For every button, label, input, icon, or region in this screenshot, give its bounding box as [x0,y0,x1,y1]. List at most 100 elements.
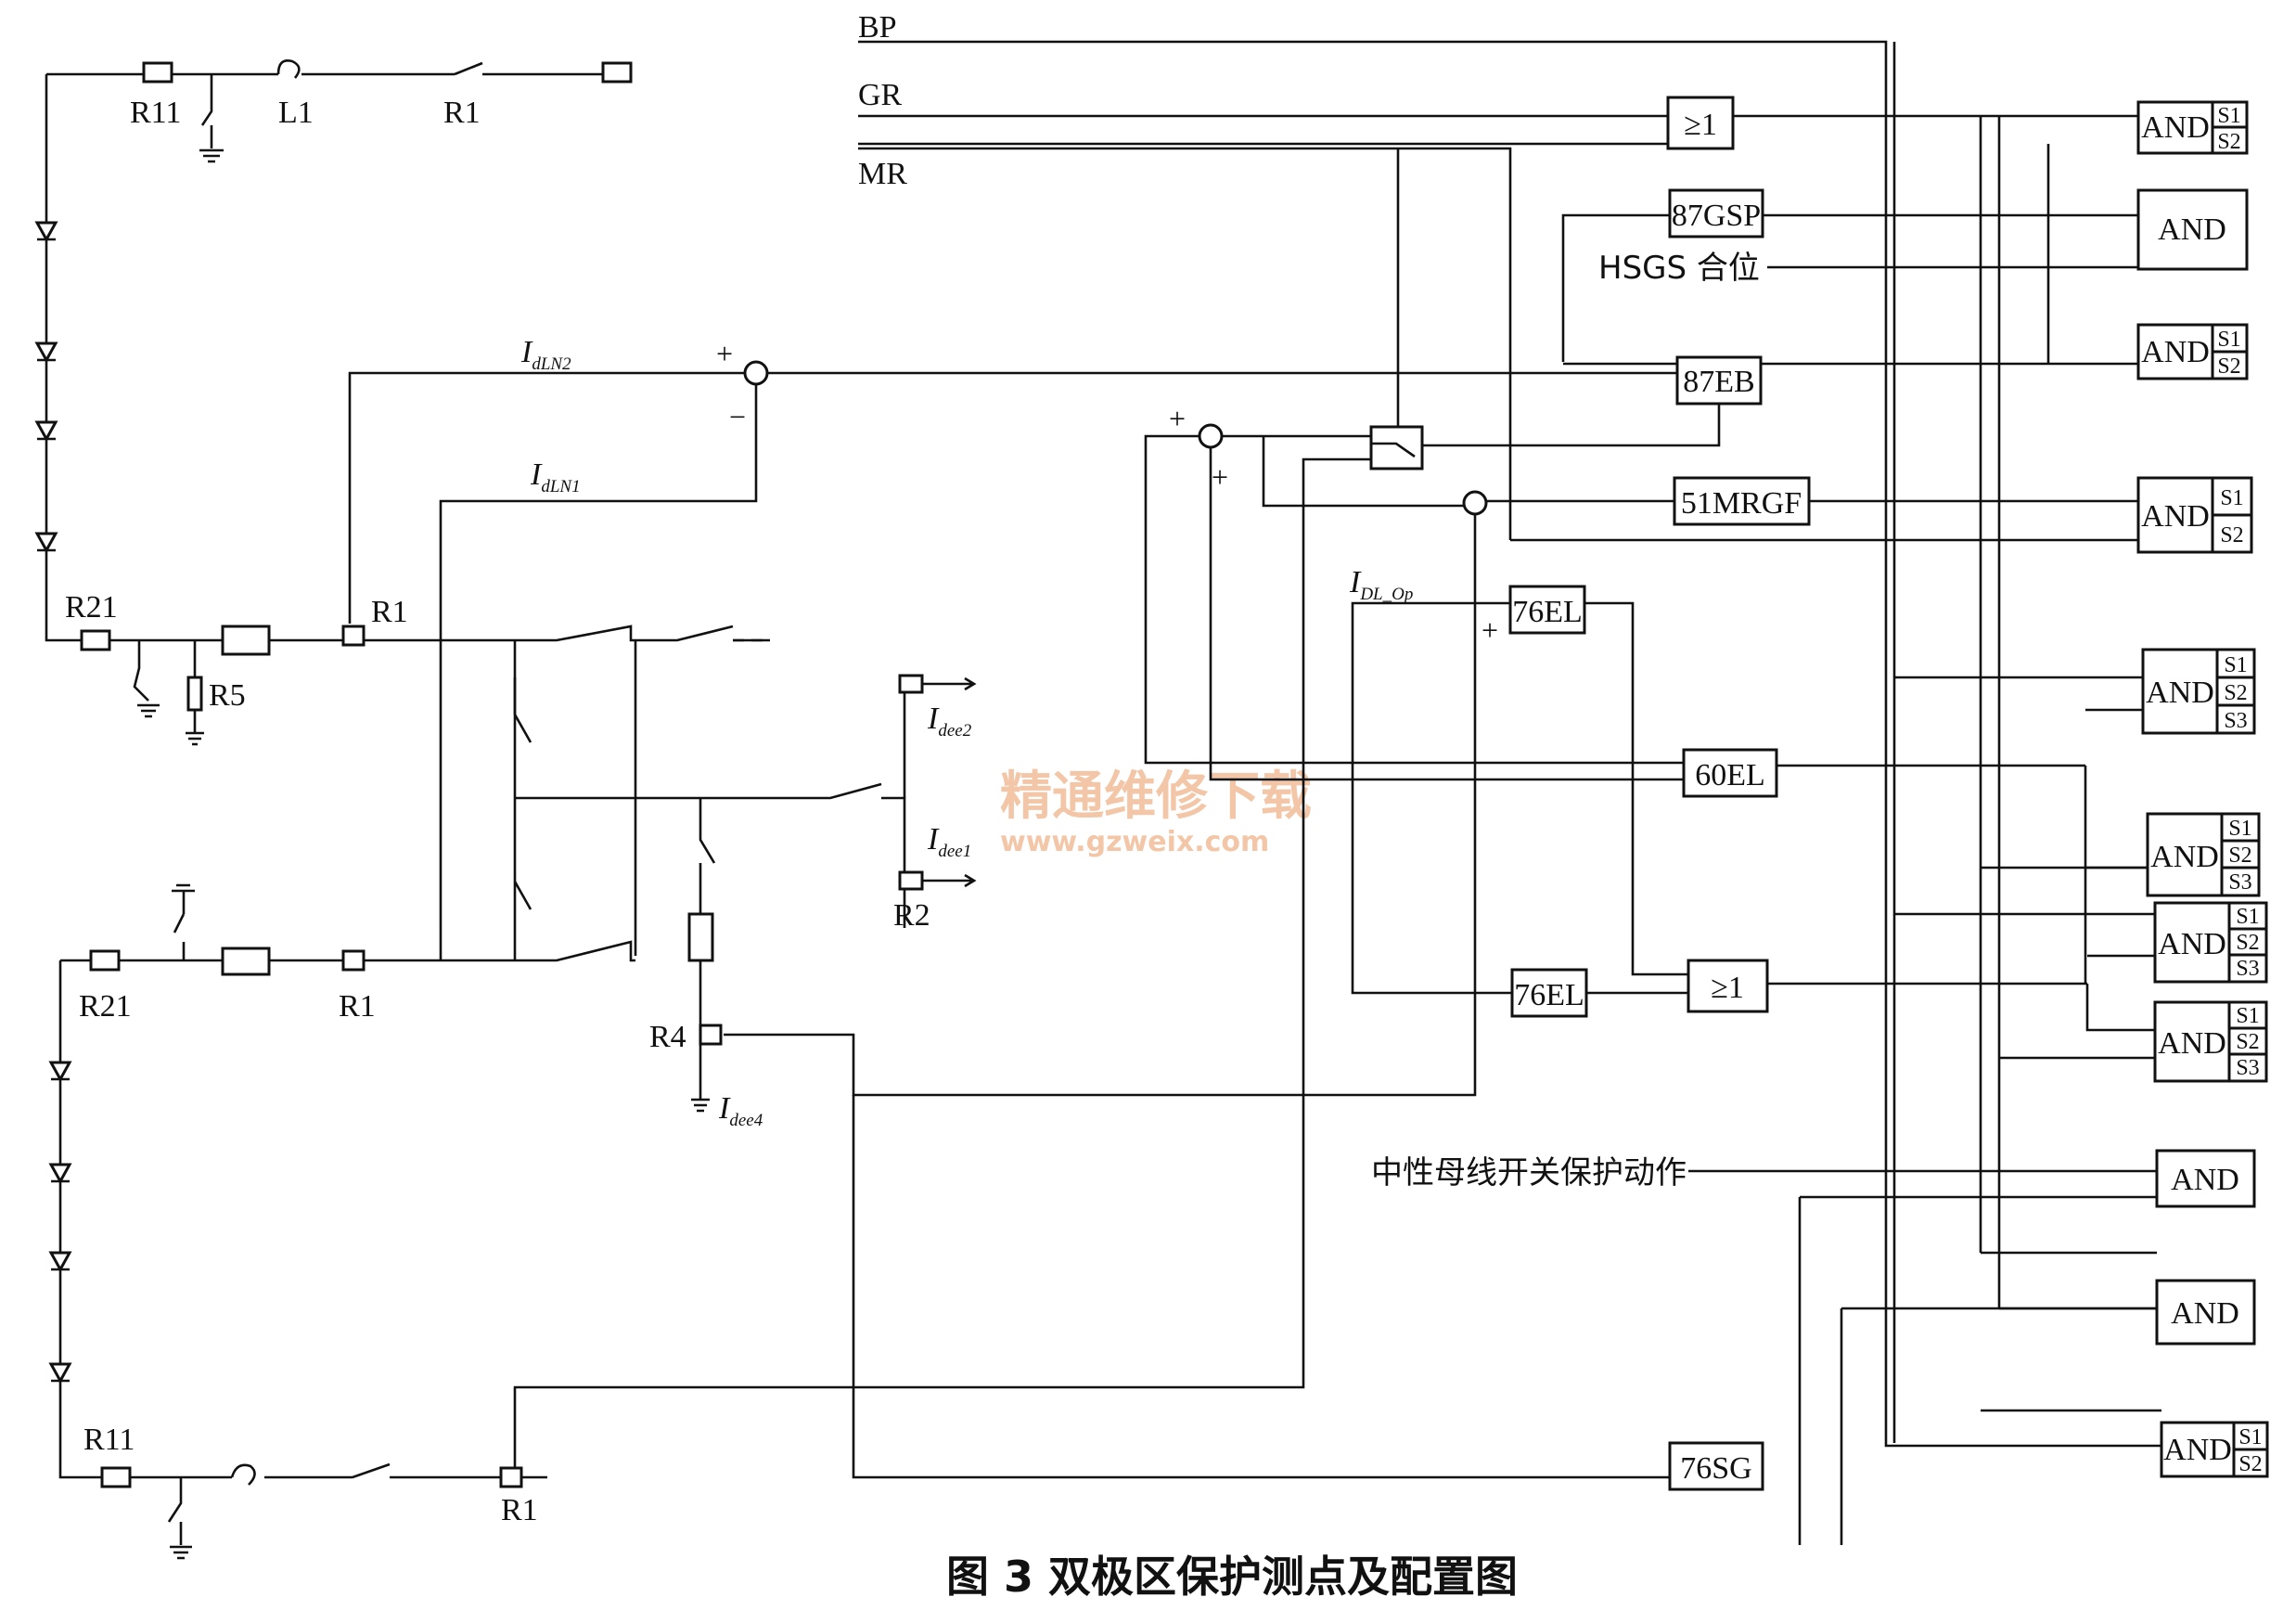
signal-label-bp: BP [858,10,897,45]
current-dee2: Idee2 [927,702,972,741]
sg-feed [852,1095,1670,1479]
and-gate-11-label: AND [2163,1433,2232,1467]
and-gate-8-s3: S3 [2236,1056,2259,1080]
and-gate-6-s2: S2 [2228,844,2251,868]
bp-line [858,40,2166,1448]
and-gate-7-s3: S3 [2236,957,2259,981]
breaker-bottom [264,1462,501,1479]
current-dl-op: IDL_Op [1349,565,1413,604]
bottom-valve-stack [58,960,102,1479]
and-gate-7: AND S1 S2 S3 [2153,901,2268,984]
and-gate-7-s1: S1 [2236,905,2259,929]
block-60el [1682,748,1778,798]
resistor-r4 [687,912,714,962]
ct-r2-bottom [898,870,924,891]
and-gate-8: AND S1 S2 S3 [2153,1000,2268,1083]
block-76el-top-label: 76EL [1512,595,1583,629]
and-gate-2-label: AND [2158,213,2226,247]
dc-line-top [364,625,770,642]
ct-r1-bottom [341,949,366,972]
label-r21-bottom: R21 [79,989,132,1024]
and-gate-1-label: AND [2141,110,2210,145]
block-51mrgf [1673,476,1811,526]
and-gate-5-s3: S3 [2224,709,2247,733]
and-gate-3-s2: S2 [2217,354,2240,379]
thyristor-icons-top [34,221,58,554]
and-gate-9-label: AND [2171,1163,2239,1197]
gsp-in [1561,213,1670,362]
and-gate-10: AND [2155,1279,2256,1346]
sum-dee-to-mrgf [1262,436,1464,508]
neutral-switch-1 [513,677,532,743]
neutral-section: Idee2 Idee1 R2 R4 Idee4 [513,640,977,1130]
and-gate-11: AND S1 S2 [2160,1421,2269,1478]
figure-caption: 图 3 双极区保护测点及配置图 [946,1552,1518,1602]
r4-switch [699,798,716,914]
mr-line-to-eb [858,147,1512,540]
block-76el-bottom [1510,968,1588,1018]
block-76el-top [1508,585,1586,635]
equipment-bottom: R21 R1 R11 R1 [48,883,635,1560]
block-51mrgf-label: 51MRGF [1681,486,1802,521]
and-gate-6-s1: S1 [2228,817,2251,841]
equipment-top: R11 L1 R1 R21 R5 R1 [34,59,770,746]
dln2-minus: − [729,400,746,433]
and-gate-4: AND S1 S2 [2136,476,2253,554]
and-gate-11-s1: S1 [2238,1425,2262,1449]
current-dee1: Idee1 [927,822,971,861]
r11-top-ground-switch [200,74,213,148]
el-top-out [1584,601,1688,976]
eb-to-switch [1419,404,1721,447]
selector-switch [1369,425,1424,470]
sum-point-dee4 [1462,490,1488,516]
dee-plus-2: + [1212,460,1228,494]
ct-r11-bottom [100,1466,132,1488]
signal-bus: BP GR MR [858,10,2166,1448]
block-87gsp-label: 87GSP [1672,199,1761,233]
and-gate-4-s1: S1 [2220,486,2243,510]
label-r11-top: R11 [130,96,181,130]
label-l1: L1 [278,96,314,130]
block-87eb [1675,355,1763,406]
label-r4: R4 [649,1020,686,1054]
and-gate-6-label: AND [2150,840,2219,874]
and-gate-1-s2: S2 [2217,130,2240,154]
and-gate-3-s1: S1 [2217,328,2240,352]
ct-r11-top [142,61,173,84]
reactor-l1 [276,59,301,79]
block-87eb-label: 87EB [1683,365,1754,399]
r21-ground-switch [133,640,149,702]
signal-label-mr: MR [858,157,907,191]
resistor-r5 [186,676,203,712]
and-gate-2: AND [2136,188,2249,271]
watermark: 精通维修下载 www.gzweix.com [1000,766,1312,858]
dln2-plus: + [716,337,733,370]
and-gate-8-s2: S2 [2236,1030,2259,1054]
block-76sg [1668,1441,1764,1491]
ct-r21-bottom [89,949,121,972]
dln2-line [348,371,745,624]
and-gate-4-label: AND [2141,499,2210,534]
logic-section: ≥1 87GSP HSGS 合位 87EB 51MRGF 76EL 60EL [1351,42,2269,1545]
switch-to-r1-bottom [513,457,1371,1477]
and-gate-5-s2: S2 [2224,681,2247,705]
and-gate-7-s2: S2 [2236,931,2259,955]
middle-section: + − IdLN2 IdLN1 + + + IDL_Op [348,148,1684,1479]
label-r1-mid: R1 [371,595,408,629]
label-r1-bottom-mid: R1 [339,989,376,1024]
smoothing-reactor-top [221,625,271,656]
dee2-line [1144,434,1684,765]
and-gate-8-label: AND [2158,1026,2226,1061]
ct-r21-top [80,629,111,651]
dee1-line [1209,447,1684,781]
label-r2: R2 [893,898,930,933]
ct-top-end [601,61,633,84]
dl-plus: + [1481,613,1498,647]
ct-r1-top [341,625,366,647]
neutral-switch-2 [513,881,532,910]
or-block-bottom [1687,959,1769,1013]
label-r21-top: R21 [65,590,118,625]
and-gate-6: AND S1 S2 S3 [2146,812,2261,897]
and-gate-5: AND S1 S2 S3 [2141,648,2256,735]
